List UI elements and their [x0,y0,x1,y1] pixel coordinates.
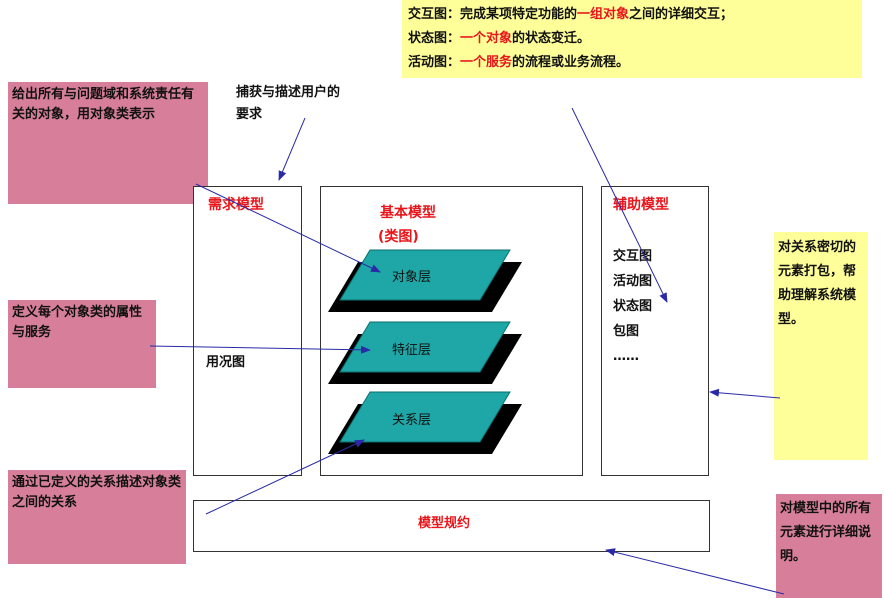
arrow-note1-to-object-layer [195,183,381,273]
requirement-model-title: 需求模型 [208,197,264,213]
state-diagram-label: 状态图 [613,299,653,314]
arrow-spec-note-to-spec [605,548,785,595]
interaction-diagram-label: 交互图 [613,249,653,264]
feature-layer-plane [328,321,522,384]
object-layer-label: 对象层 [392,270,432,285]
relation-layer-plane [328,391,522,454]
requirement-model-box [193,186,302,476]
feature-layer-note: 定义每个对象类的属性与服务 [8,300,156,388]
basic-model-title: 基本模型 [380,205,436,221]
note-line-state: 状态图：一个对象的状态变迁。 [408,31,591,46]
arrow-package-note-to-aux [709,388,781,399]
relation-layer-label: 关系层 [392,413,432,428]
note-line-interaction: 交互图：完成某项特定功能的一组对象之间的详细交互； [408,7,734,22]
object-layer-plane [328,249,522,312]
auxiliary-model-box [601,186,709,476]
package-note: 对关系密切的元素打包，帮助理解系统模型。 [774,232,868,460]
arrow-note3-to-relation-layer [205,439,365,515]
auxiliary-model-items: 交互图 活动图 状态图 包图 …… [613,244,652,369]
model-spec-box [193,500,710,552]
arrow-top-note-to-aux [571,107,668,303]
basic-model-subtitle: (类图) [378,229,419,245]
relation-layer-note: 通过已定义的关系描述对象类之间的关系 [8,470,186,564]
activity-diagram-label: 活动图 [613,274,653,289]
auxiliary-model-title: 辅助模型 [613,197,669,213]
capture-requirements-note: 捕获与描述用户的 要求 [236,85,341,122]
specification-note: 对模型中的所有元素进行详细说明。 [776,494,882,598]
model-spec-title: 模型规约 [418,516,471,531]
note-line-activity: 活动图：一个服务的流程或业务流程。 [408,55,630,70]
top-description-note: 交互图：完成某项特定功能的一组对象之间的详细交互； 状态图：一个对象的状态变迁。… [402,0,862,78]
object-layer-note: 给出所有与问题域和系统责任有关的对象，用对象类表示 [8,82,208,204]
arrow-capture-to-requirement [278,117,306,181]
arrow-note2-to-feature-layer [149,345,371,354]
more-items-label: …… [613,349,639,364]
package-diagram-label: 包图 [613,324,640,339]
use-case-diagram-label: 用况图 [206,355,246,370]
feature-layer-label: 特征层 [392,343,432,358]
